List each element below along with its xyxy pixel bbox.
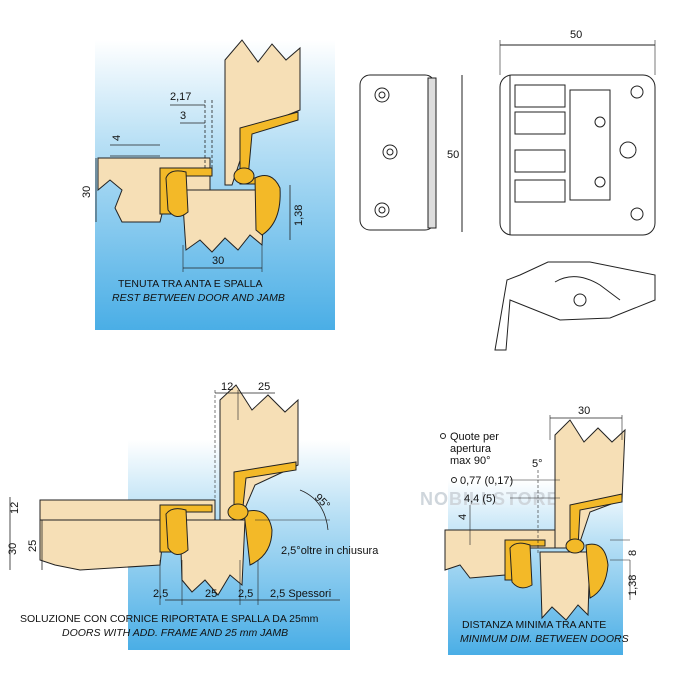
hinge-cup-left bbox=[165, 170, 189, 217]
pin-upper bbox=[594, 116, 606, 128]
angle-5: 5° bbox=[532, 458, 543, 470]
dim-30-left: 30 bbox=[7, 543, 19, 555]
screw-hole-top bbox=[374, 87, 390, 103]
dim-30-vertical: 30 bbox=[81, 186, 93, 198]
door-wood-lower bbox=[179, 519, 246, 596]
note-bullet-icon bbox=[440, 433, 446, 439]
caption-en: DOORS WITH ADD. FRAME AND 25 mm JAMB bbox=[62, 627, 288, 639]
hinge-front-plate bbox=[359, 74, 436, 231]
hinge-cup-right bbox=[585, 543, 609, 599]
dim-2-5-left: 2,5 bbox=[153, 588, 168, 600]
hinge-knuckle bbox=[233, 167, 255, 185]
panel-minimum-distance-between-doors: NOBILI STORE.it Quote per apertura max 9… bbox=[420, 405, 639, 655]
dim-12-left: 12 bbox=[9, 502, 21, 514]
dim-2-5-right: 2,5 bbox=[238, 588, 253, 600]
hinge-front-edge bbox=[427, 77, 437, 229]
dim-4-4: 4,4 (5) bbox=[464, 493, 496, 505]
hinge-cup-left bbox=[165, 508, 189, 555]
dim-30-top: 30 bbox=[578, 405, 590, 417]
dim-25-bottom: 25 bbox=[205, 588, 217, 600]
dim-50-width: 50 bbox=[570, 29, 582, 41]
hinge-side-body bbox=[499, 74, 656, 236]
dim-3: 3 bbox=[180, 110, 186, 122]
dim-4: 4 bbox=[457, 514, 469, 520]
label-2-5-overclose: 2,5°oltre in chiusura bbox=[281, 545, 379, 557]
dim-8: 8 bbox=[627, 550, 639, 556]
screw-hole-bottom bbox=[374, 202, 390, 218]
dim-4: 4 bbox=[111, 135, 123, 141]
panel-rest-between-door-and-jamb: 2,17 3 4 30 1,38 30 TENUTA TRA ANTA E SP… bbox=[81, 39, 335, 330]
caption-it: TENUTA TRA ANTA E SPALLA bbox=[118, 278, 263, 290]
caption-en: REST BETWEEN DOOR AND JAMB bbox=[112, 292, 285, 304]
dim-1-38: 1,38 bbox=[627, 575, 639, 596]
screw-hole-middle bbox=[382, 144, 398, 160]
watermark: NOBILI STORE.it bbox=[420, 489, 579, 509]
dim-2-17: 2,17 bbox=[170, 91, 191, 103]
hinge-cup-right bbox=[243, 510, 273, 566]
hinge-knuckle bbox=[565, 538, 585, 554]
note-line-2: apertura bbox=[450, 443, 492, 455]
hinge-cup-left bbox=[509, 542, 533, 589]
dim-0-77: 0,77 (0,17) bbox=[460, 475, 513, 487]
dim-1-38: 1,38 bbox=[293, 205, 305, 226]
pin-lower bbox=[594, 176, 606, 188]
note-line-3: max 90° bbox=[450, 455, 490, 467]
dim-25-top: 25 bbox=[258, 381, 270, 393]
hinge-cup-right bbox=[254, 175, 281, 236]
panel-hinge-dimensions bbox=[359, 40, 656, 351]
caption-en: MINIMUM DIM. BETWEEN DOORS bbox=[460, 633, 629, 645]
dim-50-height: 50 bbox=[447, 149, 459, 161]
panel-doors-with-added-frame: 12 25 12 30 25 95° 2,5°oltre in chiusura… bbox=[7, 381, 379, 650]
door-right-lower bbox=[539, 551, 591, 621]
dim-25-left: 25 bbox=[27, 540, 39, 552]
dim-30-horizontal: 30 bbox=[212, 255, 224, 267]
caption-it: DISTANZA MINIMA TRA ANTE bbox=[462, 619, 606, 631]
note-bullet-icon bbox=[451, 477, 457, 483]
note-line-1: Quote per bbox=[450, 431, 499, 443]
label-spessori: 2,5 Spessori bbox=[270, 588, 331, 600]
caption-it: SOLUZIONE CON CORNICE RIPORTATA E SPALLA… bbox=[20, 613, 319, 625]
hinge-knuckle bbox=[227, 503, 249, 521]
dim-12-top: 12 bbox=[221, 381, 233, 393]
hinge-bottom-view bbox=[494, 261, 656, 351]
